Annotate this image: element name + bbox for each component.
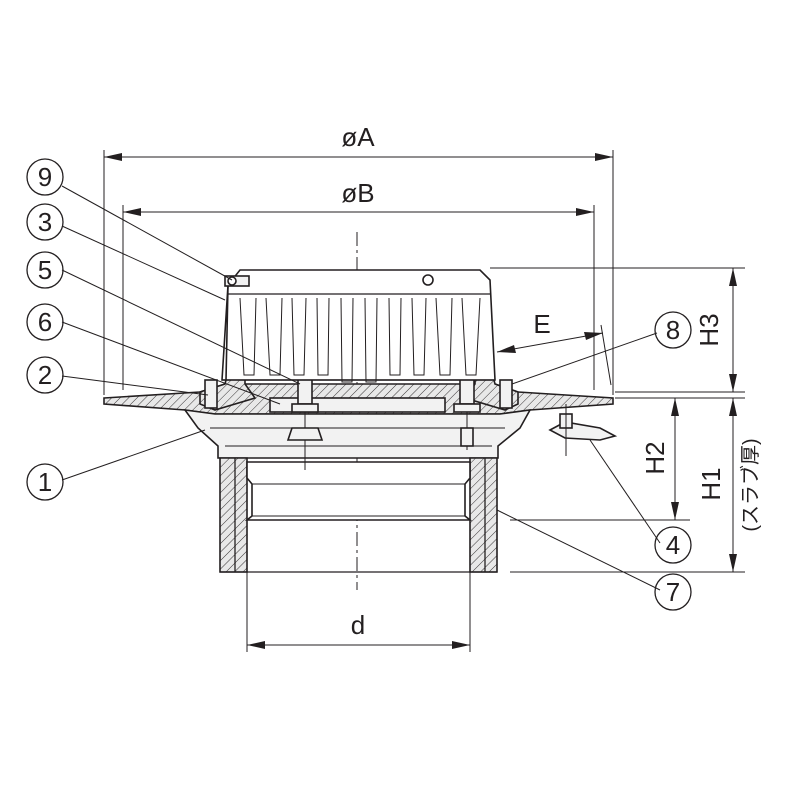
drain-assembly <box>103 269 618 573</box>
part-callout-8: 8 <box>654 311 692 349</box>
part-number: 7 <box>666 577 680 607</box>
dimension-lines <box>103 150 745 652</box>
dimension-label-slab-thickness: (スラブ厚) <box>738 438 762 531</box>
part-callout-3: 3 <box>26 203 64 241</box>
part-number: 6 <box>38 307 52 337</box>
dimension-label-h3: H3 <box>694 313 724 346</box>
dimension-label-h2: H2 <box>640 441 670 474</box>
part-callout-6: 6 <box>26 303 64 341</box>
dimension-label-d: d <box>351 610 365 640</box>
dimension-label-h1: H1 <box>696 467 726 500</box>
part-number: 9 <box>38 162 52 192</box>
part-number: 4 <box>666 530 680 560</box>
part-callout-5: 5 <box>26 251 64 289</box>
part-number: 5 <box>38 255 52 285</box>
part-number: 8 <box>666 315 680 345</box>
dimension-label-oB: øB <box>341 178 374 208</box>
part-callout-9: 9 <box>26 158 64 196</box>
part-callout-4: 4 <box>654 526 692 564</box>
part-number: 1 <box>38 467 52 497</box>
part-callout-2: 2 <box>26 356 64 394</box>
dimension-label-e: E <box>533 309 550 339</box>
part-callout-1: 1 <box>26 463 64 501</box>
leader-lines <box>61 185 661 591</box>
part-number: 3 <box>38 207 52 237</box>
part-number: 2 <box>38 360 52 390</box>
part-callout-7: 7 <box>654 573 692 611</box>
dimension-label-oA: øA <box>341 122 375 152</box>
